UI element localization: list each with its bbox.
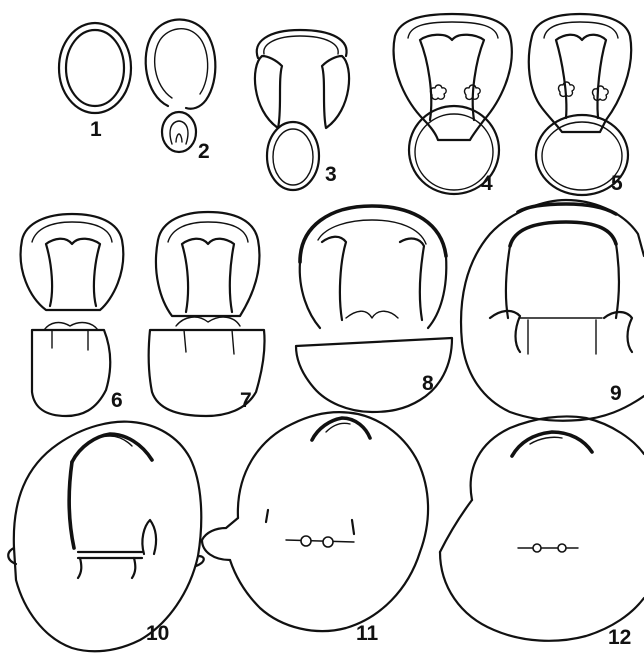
- panel-12: 12: [440, 416, 644, 649]
- panel-10-drawing: [8, 422, 204, 652]
- panel-5-drawing: [529, 14, 631, 195]
- panel-1-label: 1: [90, 118, 102, 141]
- panel-11-label: 11: [356, 622, 379, 645]
- panel-11: 11: [202, 412, 428, 645]
- panel-8-label: 8: [422, 372, 434, 395]
- panel-1-drawing: [59, 23, 131, 113]
- panel-6-drawing: [21, 214, 124, 416]
- panel-2-drawing: [146, 20, 216, 152]
- panel-10-label: 10: [146, 622, 169, 645]
- panel-4-drawing: [394, 14, 512, 194]
- panel-4: 4: [394, 14, 512, 195]
- panel-9-label: 9: [610, 382, 622, 405]
- panel-2: 2: [146, 20, 216, 163]
- panel-12-drawing: [440, 416, 644, 640]
- panel-9: 9: [461, 200, 644, 421]
- panel-2-label: 2: [198, 140, 210, 163]
- panel-11-drawing: [202, 412, 428, 631]
- panel-10: 10: [8, 422, 204, 652]
- panel-8: 8: [296, 206, 452, 412]
- panel-6-label: 6: [111, 389, 123, 412]
- panel-6: 6: [21, 214, 124, 416]
- panel-4-label: 4: [481, 172, 493, 195]
- panel-12-label: 12: [608, 626, 631, 649]
- panel-5-label: 5: [611, 172, 623, 195]
- panel-5: 5: [529, 14, 631, 195]
- panel-3: 3: [255, 30, 349, 190]
- panel-7: 7: [149, 212, 265, 416]
- panel-3-label: 3: [325, 163, 337, 186]
- panel-7-label: 7: [240, 389, 252, 412]
- panel-7-drawing: [149, 212, 265, 416]
- panel-1: 1: [59, 23, 131, 141]
